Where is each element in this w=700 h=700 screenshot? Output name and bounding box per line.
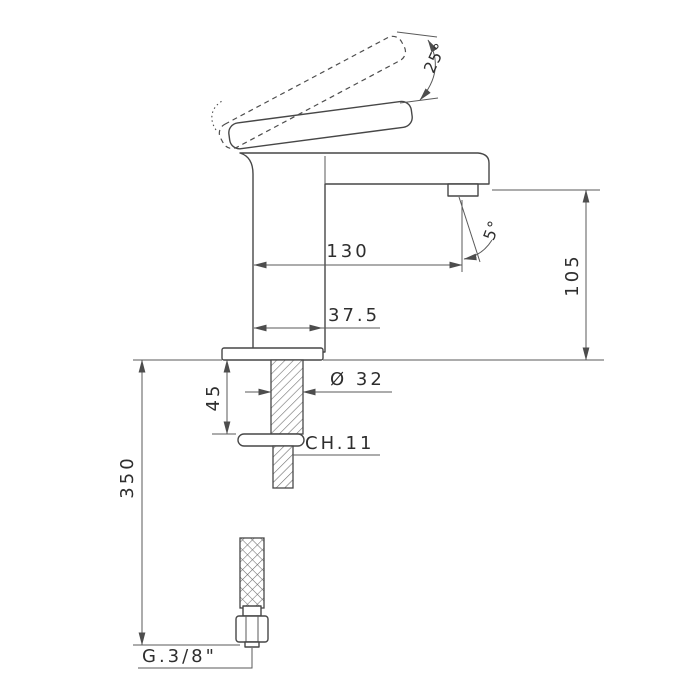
dim-shank-diameter: Ø 32 (245, 369, 392, 396)
dim-stream-angle: 5° (458, 196, 504, 263)
wrench-size-label: CH.11 (305, 433, 374, 454)
shank-diameter-label: Ø 32 (330, 369, 385, 390)
dim-wrench-size: CH.11 (293, 433, 380, 456)
fixing-washer-nut (237, 433, 305, 447)
spout-reach-label: 130 (326, 241, 369, 262)
dim-overall-height: 350 (117, 359, 240, 646)
dim-body-depth: 37.5 (253, 305, 380, 332)
dim-shank-length: 45 (203, 359, 236, 435)
hose-connection-nut (235, 615, 269, 648)
stream-angle-label: 5° (479, 217, 504, 242)
body-depth-label: 37.5 (328, 305, 380, 326)
handle-motion-trace (211, 99, 225, 131)
braided-hose (239, 537, 265, 609)
tailpipe (272, 445, 294, 489)
dim-spout-reach: 130 (253, 200, 463, 272)
spout-height-label: 105 (562, 253, 583, 296)
dim-spout-height: 105 (492, 189, 600, 361)
faucet-body (239, 152, 490, 353)
thread-connection-label: G.3/8" (142, 646, 217, 667)
base-plate (221, 347, 324, 361)
aerator (447, 183, 479, 197)
handle-lever (228, 100, 413, 150)
dim-handle-angle: 25° (396, 31, 450, 104)
handle-angle-label: 25° (420, 39, 450, 75)
handle-lever-open-position (211, 35, 407, 150)
hose-ferrule (242, 605, 262, 617)
threaded-shank (270, 359, 304, 435)
dim-thread-connection: G.3/8" (138, 646, 253, 669)
overall-height-label: 350 (117, 455, 138, 498)
shank-length-label: 45 (203, 383, 224, 412)
